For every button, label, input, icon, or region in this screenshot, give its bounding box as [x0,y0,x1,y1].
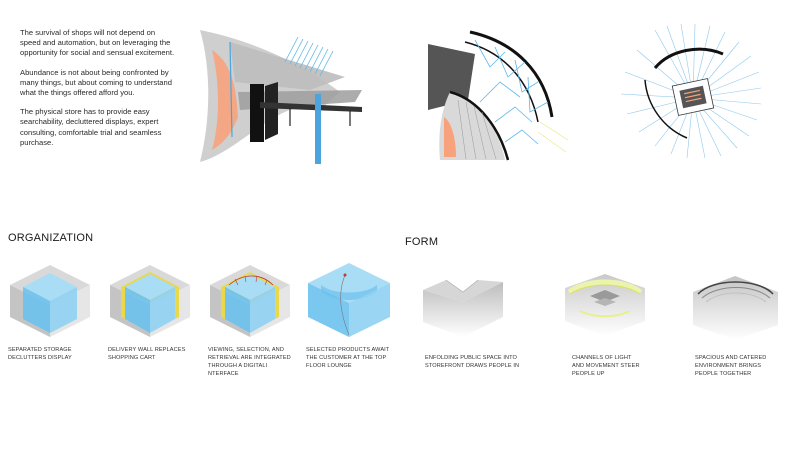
form-caption-3: SPACIOUS AND CATERED ENVIRONMENT BRINGS … [695,355,767,377]
organization-heading: ORGANIZATION [8,232,94,244]
intro-text: The survival of shops will not depend on… [20,28,175,157]
form-diagram-enfolding-space [423,279,503,337]
org-diagram-top-floor-lounge [308,263,390,337]
intro-paragraph-3: The physical store has to provide easy s… [20,107,162,147]
form-caption-2: CHANNELS OF LIGHT AND MOVEMENT STEER PEO… [572,355,640,377]
org-diagram-delivery-wall [110,265,190,337]
org-caption-1: SEPARATED STORAGE DECLUTTERS DISPLAY [8,347,72,361]
form-diagram-light-channels [565,274,645,336]
org-diagram-digital-interface [210,265,290,337]
org-caption-4: SELECTED PRODUCTS AWAIT THE CUSTOMER AT … [306,347,390,369]
org-diagram-separated-storage [10,265,90,337]
form-heading: FORM [405,236,439,248]
storefront-perspective-render [200,30,362,164]
radial-plan-render [620,23,762,159]
intro-paragraph-2: Abundance is not about being confronted … [20,67,172,98]
curved-facade-render [428,30,569,161]
form-caption-1: ENFOLDING PUBLIC SPACE INTO STOREFRONT D… [425,355,520,369]
form-diagram-catered-environment [693,276,778,340]
intro-paragraph-1: The survival of shops will not depend on… [20,28,175,58]
org-caption-3: VIEWING, SELECTION, AND RETRIEVAL ARE IN… [208,347,291,377]
org-caption-2: DELIVERY WALL REPLACES SHOPPING CART [108,347,186,361]
